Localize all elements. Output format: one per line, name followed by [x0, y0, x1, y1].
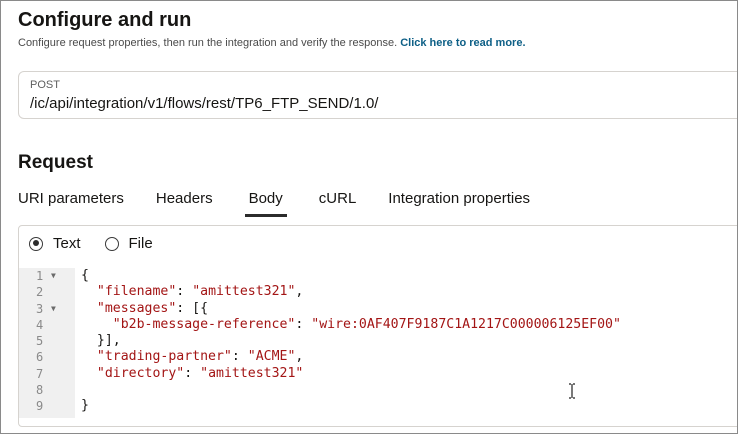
- tab-body[interactable]: Body: [244, 187, 287, 217]
- line-number: 1▼: [19, 268, 75, 284]
- code-line[interactable]: }],: [81, 333, 121, 349]
- line-number-text: 9: [36, 399, 44, 414]
- line-number-text: 1: [36, 269, 44, 283]
- body-mode-radio-group: Text File: [29, 235, 177, 252]
- fold-toggle-icon[interactable]: ▼: [51, 271, 56, 280]
- line-number: 2: [19, 284, 75, 300]
- page-description: Configure request properties, then run t…: [18, 37, 526, 49]
- request-section-title: Request: [18, 152, 93, 173]
- line-number-text: 4: [36, 317, 44, 332]
- line-number-text: 5: [36, 334, 44, 349]
- code-line[interactable]: {: [81, 268, 89, 283]
- code-line[interactable]: "messages": [{: [96, 300, 209, 316]
- line-number-text: 3: [36, 301, 44, 316]
- line-number: 3▼: [19, 301, 75, 317]
- request-tabs: URI parameters Headers Body cURL Integra…: [18, 187, 562, 223]
- radio-text-option[interactable]: Text: [29, 235, 81, 252]
- page-title: Configure and run: [18, 9, 192, 31]
- code-line[interactable]: [81, 382, 621, 398]
- code-line[interactable]: "trading-partner": "ACME",: [96, 349, 304, 365]
- tab-uri-parameters[interactable]: URI parameters: [18, 190, 124, 207]
- read-more-link[interactable]: Click here to read more.: [400, 37, 526, 49]
- line-number-text: 6: [36, 350, 44, 365]
- endpoint-box: POST /ic/api/integration/v1/flows/rest/T…: [18, 71, 737, 119]
- radio-file-option[interactable]: File: [104, 235, 153, 252]
- line-number: 8: [19, 382, 75, 398]
- endpoint-url: /ic/api/integration/v1/flows/rest/TP6_FT…: [30, 95, 379, 112]
- line-number: 6: [19, 349, 75, 365]
- tab-integration-properties[interactable]: Integration properties: [388, 190, 531, 207]
- code-line[interactable]: "b2b-message-reference": "wire:0AF407F91…: [112, 316, 621, 332]
- fold-toggle-icon[interactable]: ▼: [51, 303, 56, 313]
- text-cursor-icon: [569, 383, 575, 399]
- radio-file-label: File: [128, 235, 153, 252]
- radio-file-button[interactable]: [104, 236, 119, 251]
- line-number: 5: [19, 333, 75, 349]
- code-line[interactable]: "filename": "amittest321",: [96, 284, 304, 300]
- description-text: Configure request properties, then run t…: [18, 37, 398, 49]
- tab-curl[interactable]: cURL: [318, 190, 357, 207]
- line-number: 7: [19, 366, 75, 382]
- line-number-text: 7: [36, 366, 44, 381]
- tab-headers[interactable]: Headers: [155, 190, 213, 207]
- code-line[interactable]: "directory": "amittest321": [96, 365, 304, 381]
- radio-text-button[interactable]: [29, 236, 43, 251]
- line-number: 9: [19, 398, 75, 414]
- radio-text-label: Text: [53, 235, 81, 252]
- code-line[interactable]: }: [81, 398, 89, 414]
- http-method-label: POST: [30, 79, 60, 91]
- line-number-text: 2: [36, 285, 44, 300]
- line-number: 4: [19, 317, 75, 333]
- line-number-text: 8: [36, 383, 44, 398]
- editor-code[interactable]: { "filename": "amittest321", "messages":…: [81, 268, 621, 415]
